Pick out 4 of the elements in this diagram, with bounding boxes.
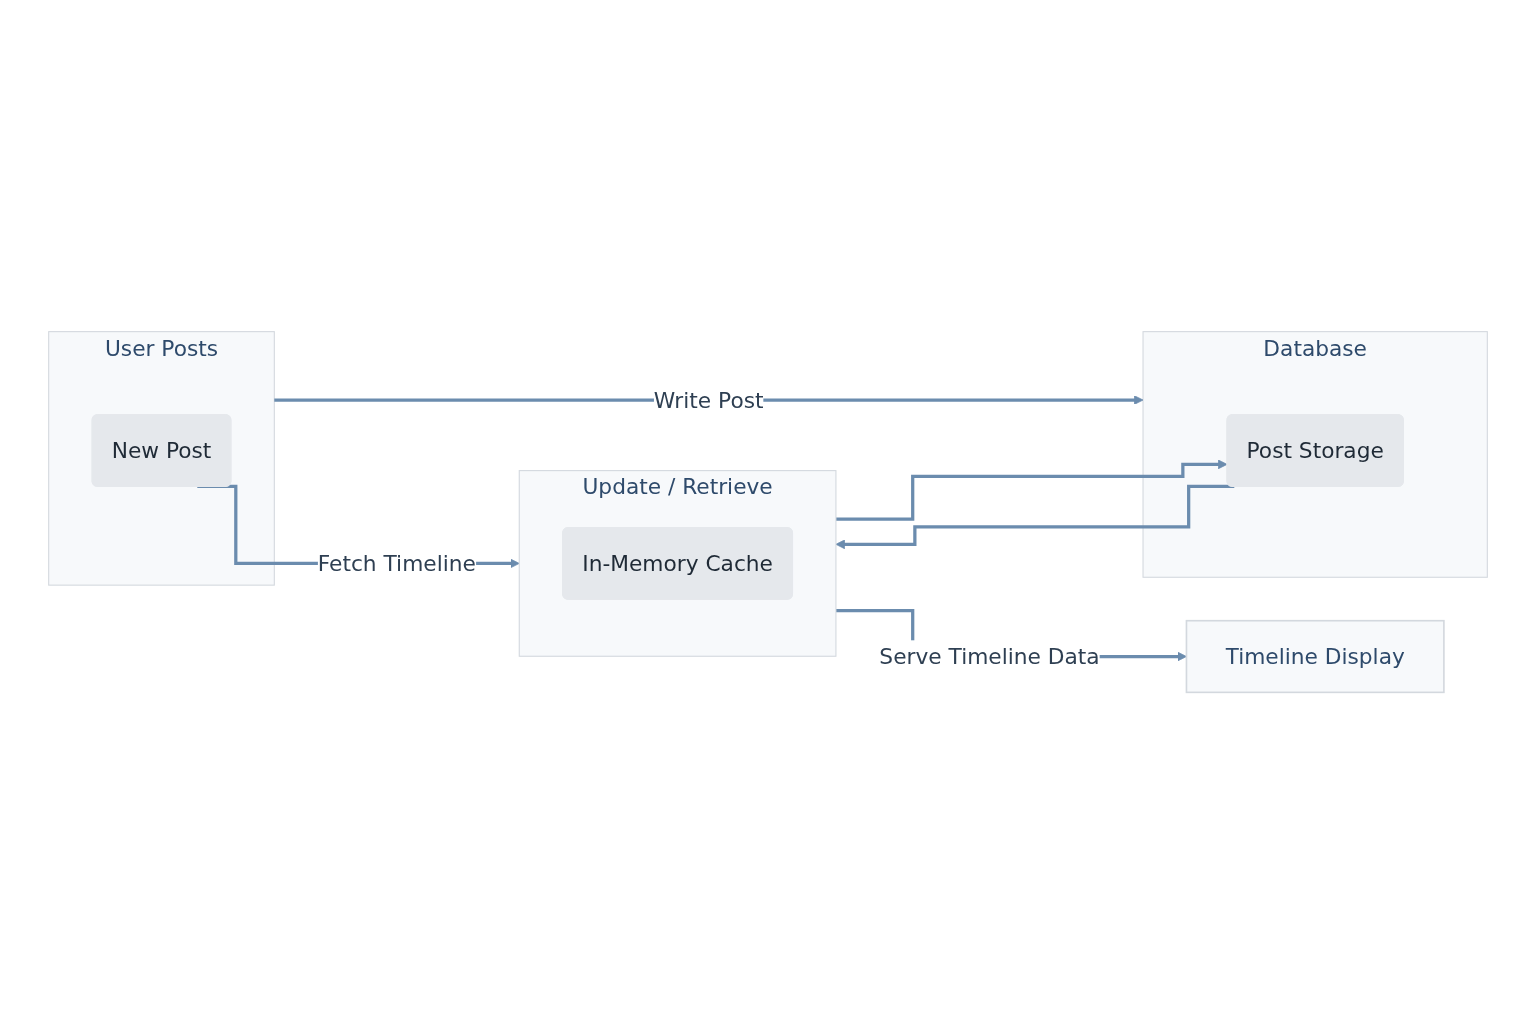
edge-label: Write Post [653, 387, 764, 414]
edge-label: Fetch Timeline [317, 550, 476, 577]
edge-label: Serve Timeline Data [879, 643, 1100, 670]
node-box: Timeline Display [1185, 619, 1445, 694]
